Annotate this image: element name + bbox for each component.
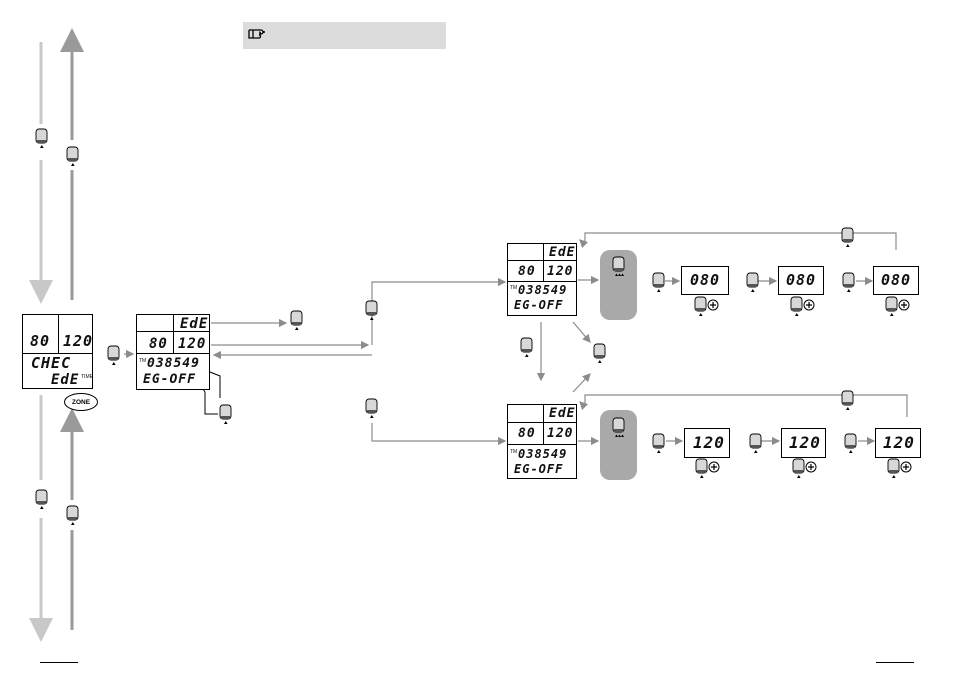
center-display: EdE 80 120 TM 038549 EG-OFF — [136, 314, 210, 390]
upper-display: EdE 80 120 TM 038549 EG-OFF — [507, 243, 577, 316]
center-display-top-left: 80 — [149, 337, 168, 351]
connector-to-lower — [372, 423, 505, 441]
watch-button-icon — [749, 433, 763, 455]
center-display-line1: 038549 — [147, 357, 200, 370]
connector-to-upper — [372, 282, 505, 345]
upper-display-line1: 038549 — [518, 284, 567, 296]
button-plus-icon — [792, 458, 818, 480]
upper-display-top-left: 80 — [518, 265, 536, 278]
button-plus-icon — [885, 296, 911, 318]
watch-button-icon — [593, 343, 607, 365]
center-display-line2: EG-OFF — [143, 373, 196, 386]
watch-button-icon — [520, 337, 534, 359]
watch-button-icon — [746, 272, 760, 294]
lower-display-line2: EG-OFF — [514, 463, 563, 475]
lower-display-top-left: 80 — [518, 427, 536, 440]
upper-step-display-1: 080 — [681, 266, 729, 295]
watch-button-icon — [844, 433, 858, 455]
lower-step-value-3: 120 — [883, 435, 915, 451]
watch-button-icon — [107, 345, 121, 367]
watch-button-icon — [842, 272, 856, 294]
left-display-line1: CHEC — [31, 356, 71, 371]
lower-display-tm: TM — [510, 450, 517, 455]
lower-step-value-1: 120 — [693, 435, 725, 451]
connector-upper-return-head — [580, 240, 585, 245]
center-display-header: EdE — [180, 317, 208, 331]
left-display-top-right: 120 — [63, 334, 93, 349]
connector-lower-return-head — [580, 402, 585, 407]
connector-center-loop2 — [210, 372, 220, 398]
page-rule-left — [40, 662, 78, 663]
left-display-line2-small: TIME — [81, 375, 93, 380]
upper-step-value-2: 080 — [786, 273, 816, 288]
upper-display-tm: TM — [510, 286, 517, 291]
left-display-top-left: 80 — [30, 334, 50, 349]
watch-button-icon — [66, 146, 80, 168]
watch-button-icon — [35, 489, 49, 511]
lower-step-display-3: 120 — [875, 428, 921, 458]
watch-button-icon — [612, 417, 626, 439]
connector-diag-up — [573, 374, 590, 392]
lower-step-display-1: 120 — [684, 428, 730, 458]
watch-button-icon — [219, 404, 233, 426]
upper-display-line2: EG-OFF — [514, 299, 563, 311]
watch-button-icon — [652, 433, 666, 455]
watch-button-icon — [612, 256, 626, 278]
watch-button-icon — [841, 390, 855, 412]
connector-diag-down — [573, 322, 590, 342]
lower-display-top-right: 120 — [547, 427, 573, 440]
upper-step-display-2: 080 — [778, 266, 824, 295]
watch-button-icon — [66, 505, 80, 527]
lower-step-display-2: 120 — [781, 428, 826, 458]
upper-step-value-1: 080 — [690, 273, 720, 288]
lower-display-header: EdE — [549, 407, 575, 420]
note-box — [243, 22, 446, 49]
button-plus-icon — [887, 458, 913, 480]
button-plus-icon — [695, 458, 721, 480]
watch-button-icon — [841, 227, 855, 249]
upper-step-value-3: 080 — [881, 273, 911, 288]
center-display-top-right: 120 — [178, 337, 206, 351]
watch-button-icon — [35, 128, 49, 150]
upper-step-display-3: 080 — [873, 266, 919, 295]
center-display-tm: TM — [139, 359, 146, 364]
button-plus-icon — [790, 296, 816, 318]
lower-step-value-2: 120 — [789, 435, 821, 451]
watch-button-icon — [365, 300, 379, 322]
button-plus-icon — [694, 296, 720, 318]
left-display: 80 120 CHEC EdE TIME — [22, 314, 93, 389]
left-display-line2: EdE — [51, 373, 79, 387]
lower-display: EdE 80 120 TM 038549 EG-OFF — [507, 404, 577, 479]
zone-button[interactable]: ZONE — [64, 393, 98, 411]
watch-button-icon — [652, 272, 666, 294]
lower-display-line1: 038549 — [518, 448, 567, 460]
watch-button-icon — [365, 398, 379, 420]
watch-button-icon — [290, 310, 304, 332]
upper-display-top-right: 120 — [547, 265, 573, 278]
page-rule-right — [876, 662, 914, 663]
pointing-hand-icon — [247, 26, 271, 42]
upper-display-header: EdE — [549, 246, 575, 259]
